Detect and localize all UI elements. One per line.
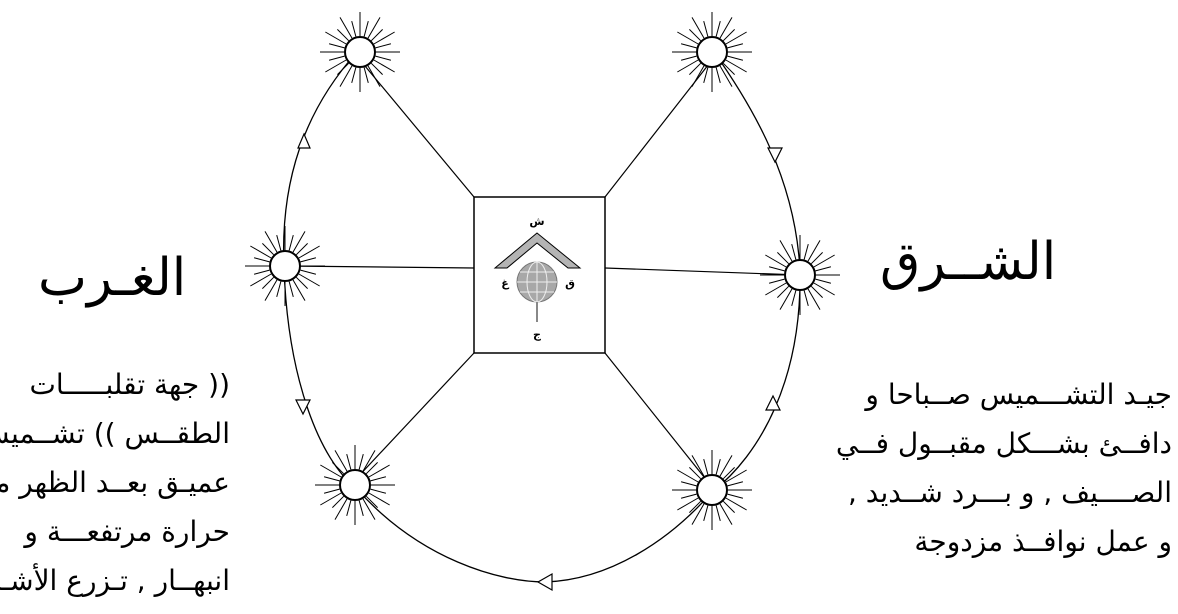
sun-icon-top-right xyxy=(672,12,752,92)
east-description: جيـد التشـــميس صــباحا و دافــئ بشـــكل… xyxy=(836,370,1172,566)
west-description-line: (( جهة تقلبـــــات xyxy=(0,360,230,409)
compass-letter-east: ق xyxy=(565,277,575,290)
west-label: الغـرب xyxy=(38,252,186,304)
east-description-line: الصــــيف , و بـــرد شــديد , xyxy=(836,468,1172,517)
compass-letter-west: غ xyxy=(501,277,509,290)
west-description-line: الطقــس )) تشــميس xyxy=(0,409,230,458)
sun-icon-east xyxy=(760,235,840,315)
east-label: الشــرق xyxy=(880,236,1056,288)
ray-top-left xyxy=(360,60,474,197)
sun-icon-top-left xyxy=(320,12,400,92)
east-description-line: دافــئ بشـــكل مقبــول فــي xyxy=(836,419,1172,468)
sun-path-arc-bottom xyxy=(356,488,712,582)
sun-icon-west xyxy=(245,226,325,306)
east-description-line: و عمل نوافــذ مزدوجة xyxy=(836,517,1172,566)
ray-bottom-left xyxy=(355,353,474,480)
arrow-east-lower xyxy=(766,396,780,410)
arrow-east-upper xyxy=(768,148,782,162)
west-description-line: عميـق بعــد الظهر مع xyxy=(0,458,230,507)
west-description: (( جهة تقلبـــــات الطقــس )) تشــميس عم… xyxy=(0,360,230,605)
compass-letter-north: ش xyxy=(529,215,544,228)
arrow-bottom xyxy=(538,574,552,590)
sun-icon-bottom-left xyxy=(315,445,395,525)
arrow-west-upper xyxy=(298,134,310,148)
west-description-line: حرارة مرتفعـــة و xyxy=(0,507,230,556)
ray-bottom-right xyxy=(605,353,712,487)
ray-east xyxy=(605,268,800,275)
arrow-west-lower xyxy=(296,400,310,414)
sun-icon-bottom-right xyxy=(672,450,752,530)
east-description-line: جيـد التشـــميس صــباحا و xyxy=(836,370,1172,419)
compass-letter-south: ج xyxy=(533,328,541,342)
west-description-line: انبهــار , تـزرع الأشـجار xyxy=(0,556,230,605)
